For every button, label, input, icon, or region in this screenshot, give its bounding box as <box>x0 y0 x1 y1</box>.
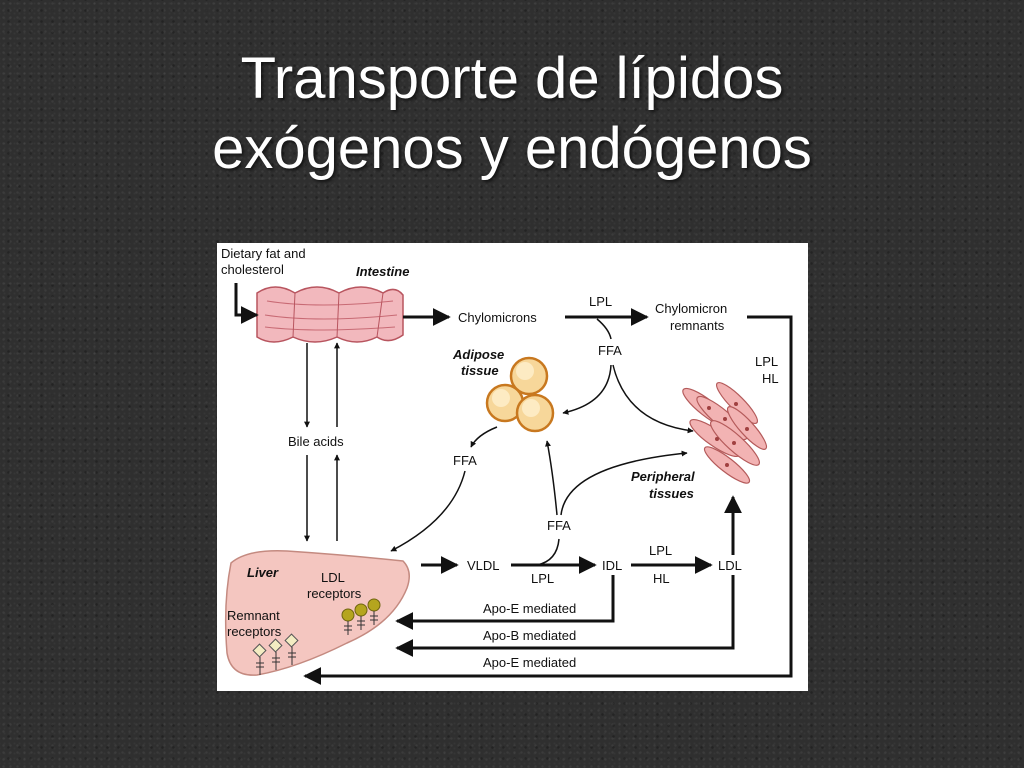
chylomicrons-label: Chylomicrons <box>458 310 537 325</box>
peripheral-tissue-illustration <box>682 381 768 484</box>
lpl-top-label: LPL <box>589 294 612 309</box>
adipose-label-1: Adipose <box>452 347 504 362</box>
lpl-right-label: LPL <box>755 354 778 369</box>
peripheral-label-2: tissues <box>649 486 694 501</box>
slide-title: Transporte de lípidos exógenos y endógen… <box>0 44 1024 184</box>
ffa-top-label: FFA <box>598 343 622 358</box>
chylomicron-remnants-label-2: remnants <box>670 318 725 333</box>
dietary-fat-label-1: Dietary fat and <box>221 246 306 261</box>
dietary-fat-label-2: cholesterol <box>221 262 284 277</box>
ldl-receptors-label-1: LDL <box>321 570 345 585</box>
adipose-illustration <box>485 356 555 433</box>
apo-e-mediated-label-2: Apo-E mediated <box>483 655 576 670</box>
intestine-label: Intestine <box>356 264 409 279</box>
diagram-canvas: Dietary fat and cholesterol Intestine Ch… <box>221 246 793 685</box>
diagram-labels: Dietary fat and cholesterol Intestine Ch… <box>221 246 779 670</box>
lipid-transport-diagram: Dietary fat and cholesterol Intestine Ch… <box>217 243 808 691</box>
hl-right-label: HL <box>762 371 779 386</box>
apo-b-mediated-label: Apo-B mediated <box>483 628 576 643</box>
chylomicron-remnants-label-1: Chylomicron <box>655 301 727 316</box>
ffa-left-label: FFA <box>453 453 477 468</box>
intestine-illustration <box>256 286 404 343</box>
hl-idl-label: HL <box>653 571 670 586</box>
remnant-receptors-label-1: Remnant <box>227 608 280 623</box>
liver-label: Liver <box>247 565 279 580</box>
ffa-mid-label: FFA <box>547 518 571 533</box>
remnant-receptor-icons <box>252 633 299 675</box>
vldl-label: VLDL <box>467 558 500 573</box>
bile-acids-label: Bile acids <box>288 434 344 449</box>
apo-e-mediated-label-1: Apo-E mediated <box>483 601 576 616</box>
idl-label: IDL <box>602 558 622 573</box>
title-line-1: Transporte de lípidos <box>240 46 784 111</box>
lpl-idl-label: LPL <box>649 543 672 558</box>
title-line-2: exógenos y endógenos <box>212 116 812 181</box>
lpl-vldl-label: LPL <box>531 571 554 586</box>
peripheral-label-1: Peripheral <box>631 469 695 484</box>
ldl-receptor-icons <box>341 598 381 635</box>
pathway-arrows <box>234 283 793 685</box>
ldl-receptors-label-2: receptors <box>307 586 362 601</box>
adipose-label-2: tissue <box>461 363 499 378</box>
remnant-receptors-label-2: receptors <box>227 624 282 639</box>
ldl-label: LDL <box>718 558 742 573</box>
